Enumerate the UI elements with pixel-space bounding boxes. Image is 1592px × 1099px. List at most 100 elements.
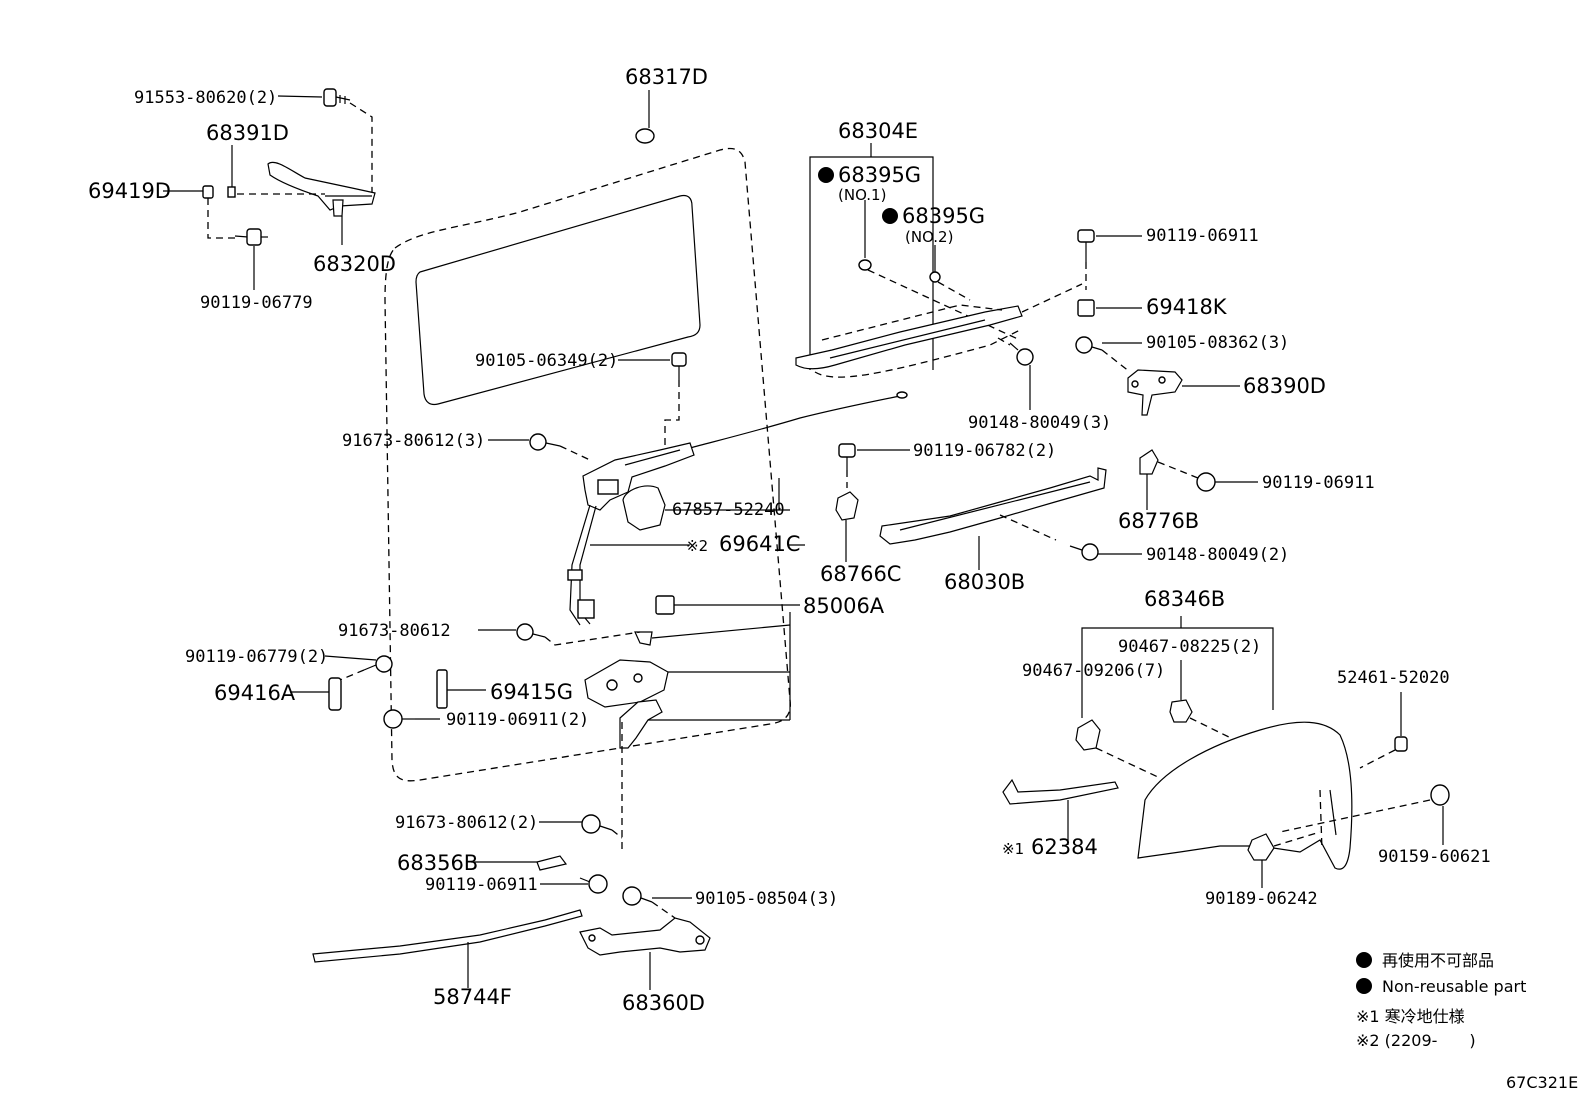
bolt-90119-06911-2-icon <box>383 709 415 729</box>
actuator-icon <box>584 659 669 708</box>
label-67857-52240[interactable]: 67857-52240 <box>672 500 785 520</box>
label-91673-80612-2[interactable]: 91673-80612(2) <box>395 813 538 833</box>
label-90119-06779[interactable]: 90119-06779 <box>200 293 313 313</box>
label-90119-06911-c[interactable]: 90119-06911 <box>425 875 538 895</box>
clip-90467-09206-icon <box>1075 719 1101 751</box>
legend: 再使用不可部品 Non-reusable part ※1 寒冷地仕様 ※2 (2… <box>1356 951 1526 1050</box>
rail-68030B-icon <box>879 467 1107 545</box>
label-90159-60621[interactable]: 90159-60621 <box>1378 847 1491 867</box>
label-90467-09206[interactable]: 90467-09206(7) <box>1022 661 1165 681</box>
label-68320D[interactable]: 68320D <box>313 252 396 276</box>
label-91673-80612[interactable]: 91673-80612 <box>338 621 451 641</box>
label-90119-06911-a[interactable]: 90119-06911 <box>1146 226 1259 246</box>
bolt-90105-06349-icon <box>671 352 687 380</box>
label-68391D[interactable]: 68391D <box>206 121 289 145</box>
label-90148-80049-2[interactable]: 90148-80049(2) <box>1146 545 1289 565</box>
seal-62384-icon <box>1002 778 1119 805</box>
center-rail-group <box>835 443 1258 570</box>
label-68346B[interactable]: 68346B <box>1144 587 1225 611</box>
upper-rail-group <box>795 143 1142 410</box>
bolt-91673-80612-2-icon <box>581 814 613 834</box>
label-68356B[interactable]: 68356B <box>397 851 478 875</box>
fender-group <box>1002 616 1450 888</box>
label-68766C[interactable]: 68766C <box>820 562 901 586</box>
bracket-68390D-icon <box>1127 369 1183 416</box>
lower-hinge-group <box>312 722 711 990</box>
label-90189-06242[interactable]: 90189-06242 <box>1205 889 1318 909</box>
bolt-90119-06779-2-icon <box>363 655 393 673</box>
bolt-91673-80612-icon <box>516 623 546 641</box>
hinge-68320D-icon <box>267 161 376 217</box>
label-52461-52020[interactable]: 52461-52020 <box>1337 668 1450 688</box>
label-68304E[interactable]: 68304E <box>838 119 918 143</box>
striker-69416A-icon <box>328 677 342 711</box>
clip-90467-08225-icon <box>1169 699 1193 723</box>
label-69418K[interactable]: 69418K <box>1146 295 1228 319</box>
label-62384-mark: ※1 <box>1002 840 1024 858</box>
bolt-90148-80049-2-icon <box>1069 543 1099 561</box>
legend-line-jp: 再使用不可部品 <box>1382 951 1494 970</box>
legend-dot-en-icon <box>1356 978 1372 994</box>
legend-note-1: ※1 寒冷地仕様 <box>1356 1007 1465 1026</box>
part-labels: 68317D 91553-80620(2) 68391D 69419D 6832… <box>88 65 1491 1015</box>
bolt-90105-08504-icon <box>622 886 653 906</box>
figure-code: 67C321E <box>1506 1073 1578 1092</box>
label-91673-80612-3[interactable]: 91673-80612(3) <box>342 431 485 451</box>
label-68395G-1[interactable]: 68395G <box>838 163 921 187</box>
non-reusable-dot-2-icon <box>882 208 898 224</box>
label-68776B[interactable]: 68776B <box>1118 509 1199 533</box>
latch-group <box>488 352 908 749</box>
lock-assembly-icon <box>582 442 695 511</box>
switch-85006A-icon <box>655 595 710 615</box>
label-69415G[interactable]: 69415G <box>490 680 573 704</box>
bolt-90119-06911-top-icon <box>1077 229 1095 262</box>
non-reusable-dot-1-icon <box>818 167 834 183</box>
bolt-91553-icon <box>323 88 351 107</box>
striker-group <box>290 623 641 729</box>
label-90105-08504[interactable]: 90105-08504(3) <box>695 889 838 909</box>
label-69641C-mark: ※2 <box>686 537 708 555</box>
link-rod-69641C-icon <box>567 504 597 626</box>
label-69419D[interactable]: 69419D <box>88 179 171 203</box>
legend-line-en: Non-reusable part <box>1382 977 1526 996</box>
door-outline <box>384 147 791 782</box>
label-90119-06779-2[interactable]: 90119-06779(2) <box>185 647 328 667</box>
label-no1: (NO.1) <box>838 186 886 204</box>
trim-58744F-icon <box>312 909 583 963</box>
legend-dot-jp-icon <box>1356 952 1372 968</box>
label-68030B[interactable]: 68030B <box>944 570 1025 594</box>
clip-90189-icon <box>1247 833 1275 861</box>
bolt-90119-06911-mid-icon <box>1196 472 1216 492</box>
screw-52461-icon <box>1394 736 1408 752</box>
label-68317D[interactable]: 68317D <box>625 65 708 89</box>
label-90148-80049-3[interactable]: 90148-80049(3) <box>968 413 1111 433</box>
label-90105-06349[interactable]: 90105-06349(2) <box>475 351 618 371</box>
bolt-90119-06779-icon <box>234 228 268 246</box>
label-68360D[interactable]: 68360D <box>622 991 705 1015</box>
label-90119-06911-2[interactable]: 90119-06911(2) <box>446 710 589 730</box>
label-90119-06911-b[interactable]: 90119-06911 <box>1262 473 1375 493</box>
label-90105-08362[interactable]: 90105-08362(3) <box>1146 333 1289 353</box>
bolt-90119-06782-icon <box>838 443 856 470</box>
label-68390D[interactable]: 68390D <box>1243 374 1326 398</box>
bolt-90105-08362-icon <box>1075 336 1103 354</box>
label-69641C[interactable]: 69641C <box>719 532 800 556</box>
bracket-68390D-group <box>1075 336 1240 416</box>
upper-hinge-group <box>163 88 376 290</box>
rail-68304E-icon <box>795 283 1083 378</box>
label-90467-08225[interactable]: 90467-08225(2) <box>1118 637 1261 657</box>
label-68395G-2[interactable]: 68395G <box>902 204 985 228</box>
hinge-68360D-icon <box>579 917 711 956</box>
roller-68766C-icon <box>835 491 859 521</box>
bolt-91673-80612-3-icon <box>529 433 561 451</box>
nut-69418K-icon <box>1077 299 1095 317</box>
legend-note-2: ※2 (2209- ) <box>1356 1031 1476 1050</box>
label-69416A[interactable]: 69416A <box>214 681 296 705</box>
label-62384[interactable]: 62384 <box>1031 835 1098 859</box>
label-91553-80620[interactable]: 91553-80620(2) <box>134 88 277 108</box>
fender-panel-icon <box>1137 721 1353 870</box>
bolt-90148-80049-3-icon <box>1009 342 1034 366</box>
label-85006A[interactable]: 85006A <box>803 594 885 618</box>
label-90119-06782[interactable]: 90119-06782(2) <box>913 441 1056 461</box>
label-58744F[interactable]: 58744F <box>433 985 512 1009</box>
